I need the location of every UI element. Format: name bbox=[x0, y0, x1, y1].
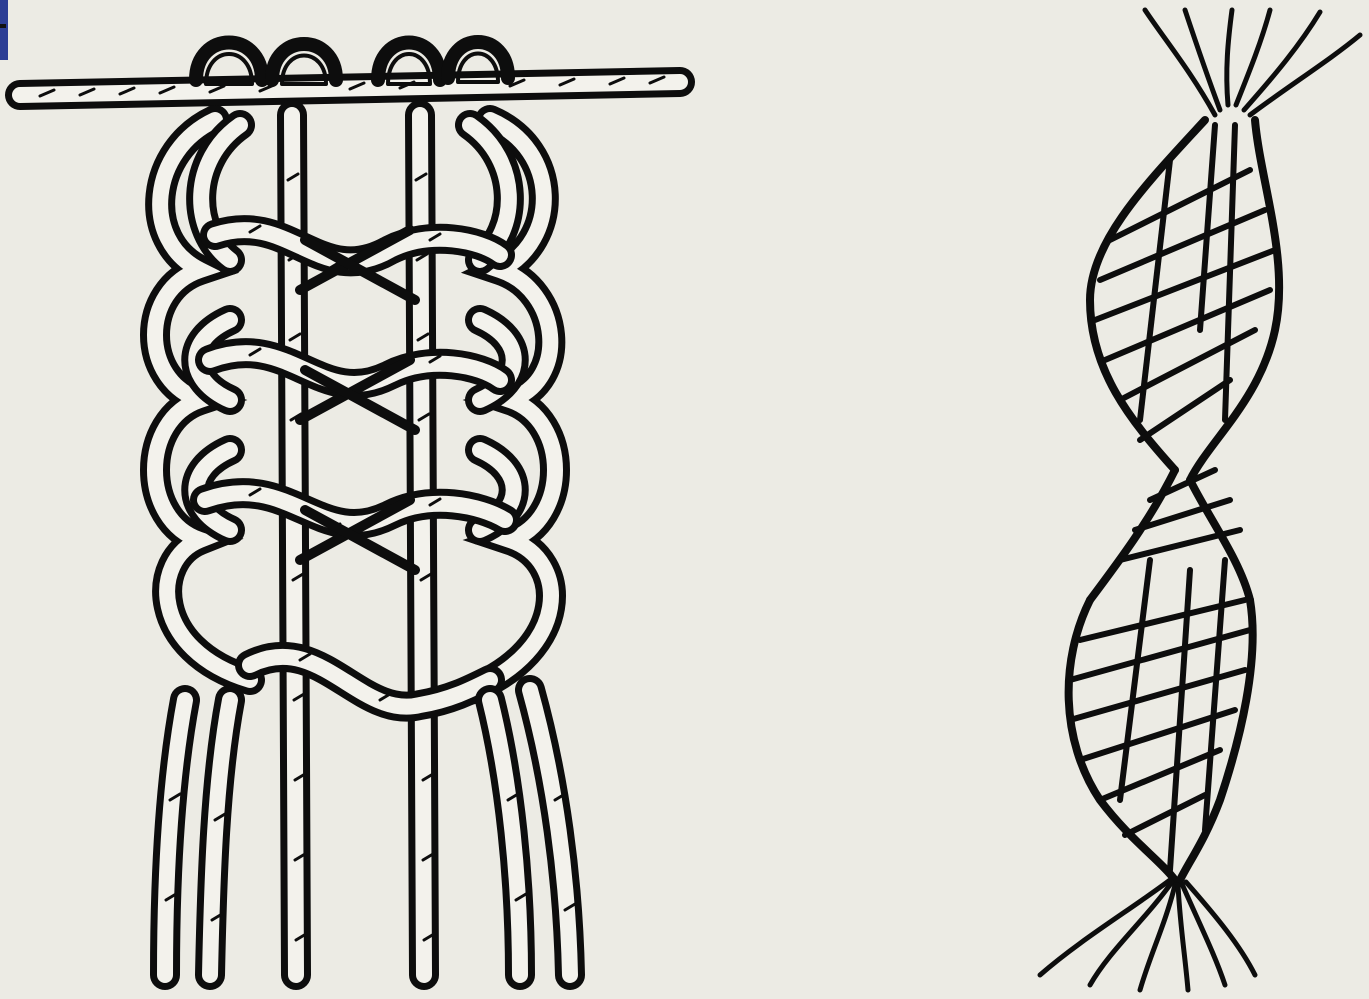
square-knot-crossbars bbox=[205, 226, 505, 707]
spiral-sinnet bbox=[1040, 10, 1360, 990]
bottom-fan-strands bbox=[1040, 880, 1255, 990]
upper-spiral bbox=[1090, 120, 1279, 480]
working-cords-outer-loops bbox=[155, 120, 555, 690]
square-knot-sinnet bbox=[20, 42, 680, 975]
top-fan-strands bbox=[1145, 10, 1360, 115]
lower-spiral bbox=[1069, 560, 1253, 880]
hanging-cord-ends bbox=[165, 690, 575, 975]
holding-cord bbox=[20, 77, 680, 96]
